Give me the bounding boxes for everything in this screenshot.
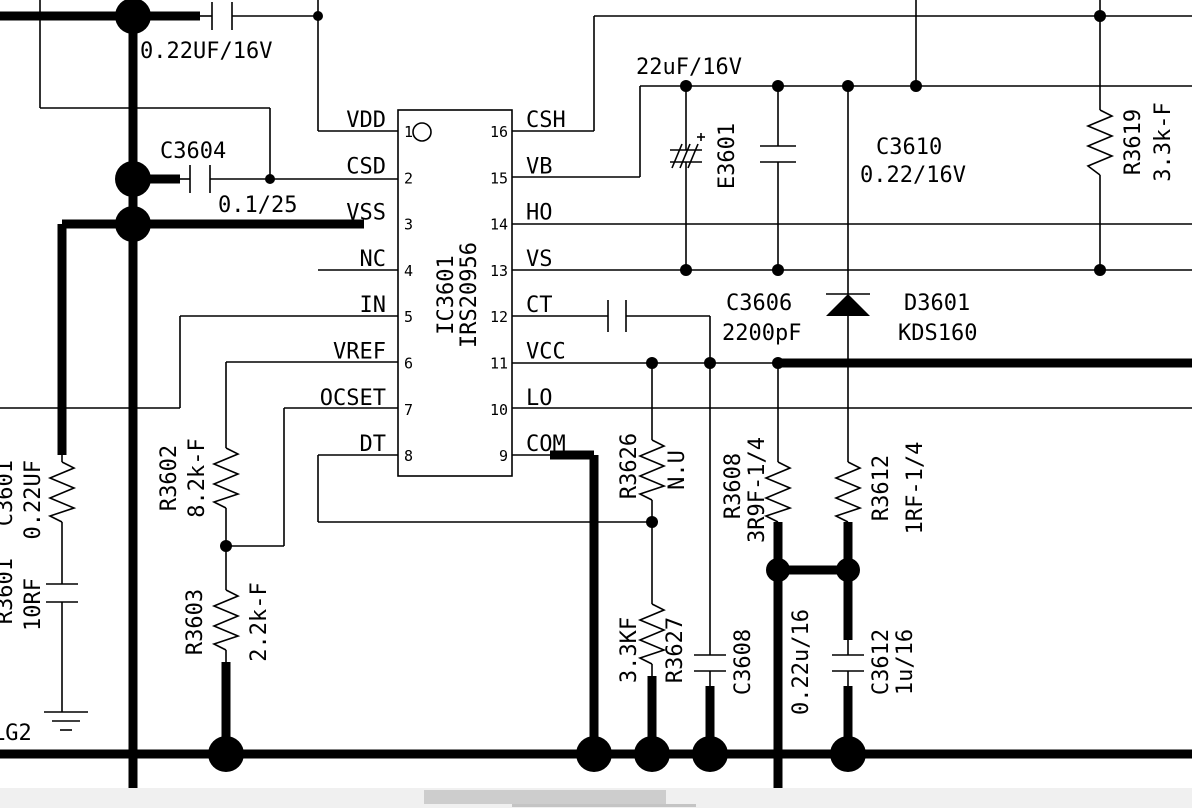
c3612-ref: C3612 [869, 629, 894, 695]
c3608-ref: C3608 [731, 629, 756, 695]
e3601-ref: E3601 [715, 123, 740, 189]
junction-dots [115, 0, 1106, 772]
pin-name-vb: VB [526, 154, 553, 179]
capacitor-c3610 [760, 145, 796, 163]
c3612-value: 1u/16 [893, 629, 918, 695]
horizontal-scrollbar[interactable] [0, 788, 1192, 808]
d3601-ref: D3601 [904, 291, 970, 316]
cap-022u-value: 0.22u/16 [789, 609, 814, 715]
scrollbar-track-mark [512, 804, 696, 807]
capacitor-c3612 [832, 654, 864, 672]
pin-number-15: 15 [490, 169, 508, 187]
pin-name-ho: HO [526, 201, 553, 226]
resistors [47, 109, 1115, 665]
pin1-marker [412, 122, 432, 142]
r3602-ref: R3602 [157, 445, 182, 511]
r3627-value: 3.3KF [617, 617, 642, 683]
resistor-r3602 [211, 447, 241, 509]
pin-number-8: 8 [404, 447, 413, 465]
diode-d3601 [826, 293, 870, 316]
capacitor-c3604 [189, 165, 211, 193]
resistor-r3608 [763, 461, 793, 523]
ground-label: LG2 [0, 721, 32, 746]
r3608-value: 3R9F-1/4 [745, 437, 770, 543]
pin-number-4: 4 [404, 262, 413, 280]
pin-name-csd: CSD [346, 154, 386, 179]
pin-name-vdd: VDD [346, 108, 386, 133]
pin-number-11: 11 [490, 355, 508, 373]
pin-number-12: 12 [490, 308, 508, 326]
capacitors [46, 2, 864, 672]
pin-number-5: 5 [404, 308, 413, 326]
pin-number-2: 2 [404, 169, 413, 187]
left-r-ref: R3601 [0, 558, 18, 624]
pin-name-ocset: OCSET [320, 386, 386, 411]
r3612-value: 1RF-1/4 [903, 442, 928, 535]
capacitor-top [211, 2, 233, 30]
pin-name-vcc: VCC [526, 340, 566, 365]
component-labels: 0.22UF/16V C3604 0.1/25 22uF/16V E3601 C… [0, 39, 1176, 746]
r3619-ref: R3619 [1121, 109, 1146, 175]
r3602-value: 8.2k-F [185, 438, 210, 517]
resistor-r3612 [833, 461, 863, 523]
left-r-value: 10RF [21, 578, 46, 631]
pin-number-14: 14 [490, 216, 508, 234]
c3606-ref: C3606 [726, 291, 792, 316]
resistor-r3619 [1085, 109, 1115, 176]
resistor-left [47, 461, 77, 523]
pin-name-com: COM [526, 432, 566, 457]
pin-name-vs: VS [526, 247, 553, 272]
scrollbar-thumb[interactable] [424, 790, 666, 804]
c3606-value: 2200pF [722, 321, 801, 346]
pin-name-csh: CSH [526, 108, 566, 133]
r3626-ref: R3626 [617, 433, 642, 499]
heavy-buses [0, 0, 1192, 788]
pin-name-ct: CT [526, 293, 553, 318]
pin-name-vref: VREF [333, 340, 386, 365]
r3603-value: 2.2k-F [247, 582, 272, 661]
capacitor-e3601 [670, 133, 705, 169]
pin-number-13: 13 [490, 262, 508, 280]
r3608-ref: R3608 [721, 453, 746, 519]
d3601-part: KDS160 [898, 321, 977, 346]
cap-top-value: 0.22UF/16V [140, 39, 272, 64]
c3610-ref: C3610 [876, 135, 942, 160]
r3626-value: N.U [665, 450, 690, 490]
cap-vb-value: 22uF/16V [636, 55, 742, 80]
pin-name-lo: LO [526, 386, 553, 411]
r3603-ref: R3603 [183, 589, 208, 655]
resistor-r3627 [637, 603, 667, 665]
r3627-ref: R3627 [663, 617, 688, 683]
pin-name-dt: DT [360, 432, 387, 457]
pin-name-vss: VSS [346, 201, 386, 226]
c3604-ref: C3604 [160, 139, 226, 164]
pin-name-in: IN [360, 293, 387, 318]
resistor-r3626 [637, 439, 667, 501]
ic-ref-label: IC3601 [434, 255, 459, 334]
pin-number-3: 3 [404, 216, 413, 234]
pin-number-7: 7 [404, 401, 413, 419]
pin-number-16: 16 [490, 123, 508, 141]
pin-number-6: 6 [404, 355, 413, 373]
left-cap-ref: C3601 [0, 460, 18, 526]
ground-symbol [44, 711, 88, 731]
left-cap-value: 0.22UF [21, 460, 46, 539]
pin-number-10: 10 [490, 401, 508, 419]
c3604-value: 0.1/25 [218, 193, 297, 218]
pin-number-1: 1 [404, 123, 413, 141]
capacitor-c3606 [607, 300, 627, 332]
pin-name-nc: NC [360, 247, 387, 272]
capacitor-left [46, 583, 78, 603]
ic-part-label: IRS20956 [457, 242, 482, 348]
resistor-r3603 [211, 589, 241, 651]
r3612-ref: R3612 [869, 455, 894, 521]
c3610-value: 0.22/16V [860, 163, 966, 188]
pin-number-9: 9 [499, 447, 508, 465]
capacitor-c3608 [694, 654, 726, 672]
r3619-value: 3.3k-F [1151, 102, 1176, 181]
